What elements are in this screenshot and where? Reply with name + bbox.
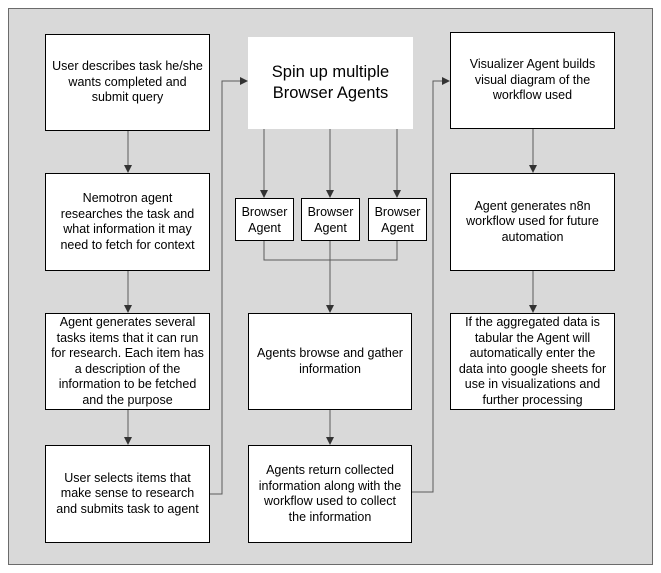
browser-agent-2-box: Browser Agent bbox=[301, 198, 360, 241]
browser-agent-3-box: Browser Agent bbox=[368, 198, 427, 241]
visualizer-agent-box: Visualizer Agent builds visual diagram o… bbox=[450, 32, 615, 129]
browser-agent-1-box: Browser Agent bbox=[235, 198, 294, 241]
agents-browse-gather-box: Agents browse and gather information bbox=[248, 313, 412, 410]
user-selects-items-box: User selects items that make sense to re… bbox=[45, 445, 210, 543]
spin-up-browser-agents-box: Spin up multiple Browser Agents bbox=[248, 37, 413, 129]
google-sheets-box: If the aggregated data is tabular the Ag… bbox=[450, 313, 615, 410]
arrow-return-to-visualizer bbox=[412, 77, 450, 493]
generate-tasks-box: Agent generates several tasks items that… bbox=[45, 313, 210, 410]
user-describes-task-box: User describes task he/she wants complet… bbox=[45, 34, 210, 131]
arrow-select-to-spinup bbox=[210, 77, 248, 495]
n8n-workflow-box: Agent generates n8n workflow used for fu… bbox=[450, 173, 615, 271]
agents-return-collected-box: Agents return collected information alon… bbox=[248, 445, 412, 543]
nemotron-research-box: Nemotron agent researches the task and w… bbox=[45, 173, 210, 271]
